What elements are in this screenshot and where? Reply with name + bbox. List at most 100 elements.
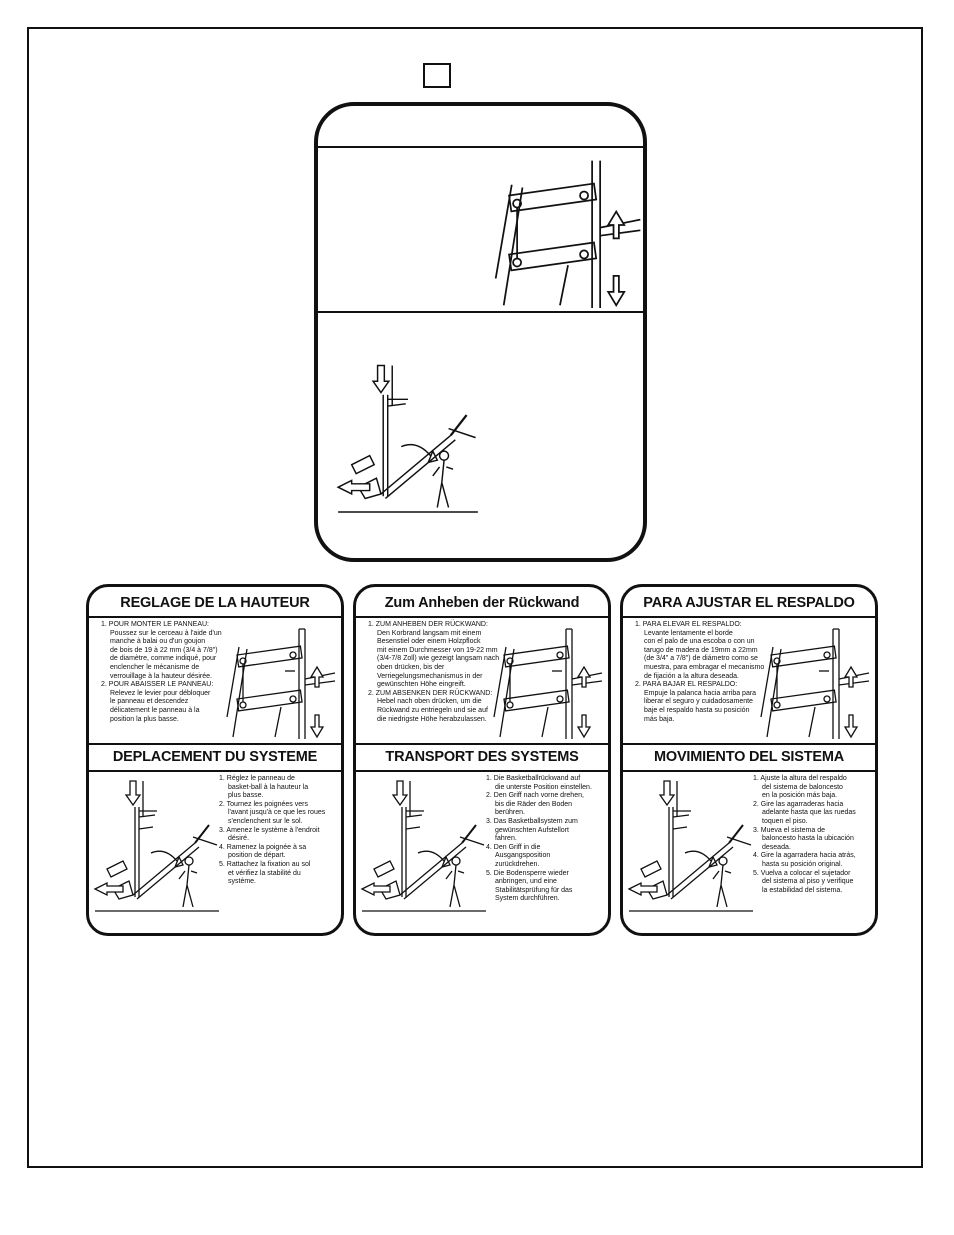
label-title-height: PARA AJUSTAR EL RESPALDO <box>643 595 855 611</box>
instruction-line: 5. Vuelva a colocar el sujetador <box>753 869 851 877</box>
height-adjust-illustration <box>494 160 641 308</box>
instruction-line: bis die Räder den Boden <box>495 800 573 808</box>
divider <box>356 770 608 772</box>
instruction-line: de fijación a la altura deseada. <box>644 672 739 680</box>
instruction-line: 5. Die Bodensperre wieder <box>486 869 569 877</box>
instruction-line: système. <box>228 878 257 886</box>
divider <box>318 146 643 148</box>
divider <box>356 743 608 745</box>
label-title-height: Zum Anheben der Rückwand <box>384 595 580 611</box>
instruction-line: manche à balai ou d'un goujon <box>110 638 206 646</box>
instruction-line: zurückdrehen. <box>495 860 540 868</box>
instruction-line: en la posición más baja. <box>762 792 838 800</box>
down-arrow-icon <box>309 714 325 739</box>
instruction-line: 2. Den Griff nach vorne drehen, <box>486 792 584 800</box>
left-arrow-icon <box>627 881 658 897</box>
instruction-line: hasta su posición original. <box>762 860 843 868</box>
instruction-line: (3/4-7/8 Zoll) wie gezeigt langsam nach <box>377 655 500 663</box>
instruction-line: Den Korbrand langsam mit einem <box>377 629 482 637</box>
instruction-line: 4. Den Griff in die <box>486 843 541 851</box>
instruction-line: die unterste Position einstellen. <box>495 783 592 791</box>
down-arrow-icon <box>843 714 859 739</box>
height-adjust-illustration <box>760 628 870 739</box>
divider <box>623 770 875 772</box>
divider <box>89 743 341 745</box>
instruction-line: toquen el piso. <box>762 817 808 825</box>
instruction-line: Ausgangsposition <box>495 852 551 860</box>
instruction-line: del sistema al piso y verifique <box>762 878 854 886</box>
instruction-line: mit einem Durchmesser von 19-22 mm <box>377 646 498 654</box>
up-arrow-icon <box>309 665 325 688</box>
instruction-line: anbringen, und eine <box>495 878 557 886</box>
divider <box>318 311 643 313</box>
up-arrow-icon <box>576 665 592 688</box>
instruction-line: position de départ. <box>228 852 286 860</box>
illustration-slot <box>93 777 221 919</box>
illustration-slot <box>627 777 755 919</box>
instruction-line: désiré. <box>228 835 250 843</box>
divider <box>89 616 341 618</box>
divider <box>623 743 875 745</box>
instruction-line: la estabilidad del sistema. <box>762 886 843 894</box>
instruction-line: 1. Die Basketballrückwand auf <box>486 775 581 782</box>
label-title-move: MOVIMIENTO DEL SISTEMA <box>653 749 845 765</box>
down-arrow-icon <box>371 364 391 394</box>
instruction-line: 1. ZUM ANHEBEN DER RÜCKWAND: <box>368 621 488 628</box>
page-frame <box>27 27 923 1168</box>
instruction-line: 2. POUR ABAISSER LE PANNEAU: <box>101 681 214 689</box>
callout-box <box>423 63 451 88</box>
illustration-slot <box>492 627 604 739</box>
instruction-line: Rückwand zu entriegeln und sie auf <box>377 706 488 714</box>
instruction-line: tarugo de madera de 19mm a 22mm <box>644 646 758 654</box>
down-arrow-icon <box>606 274 626 308</box>
instruction-line: Verriegelungsmechanismus in der <box>377 672 483 680</box>
instruction-line: enclencher le mécanisme de <box>110 663 200 671</box>
instruction-line: 3. Das Basketballsystem zum <box>486 817 578 825</box>
instruction-line: 2. Gire las agarraderas hacia <box>753 800 844 808</box>
instruction-line: 2. PARA BAJAR EL RESPALDO: <box>635 681 738 689</box>
label-french: REGLAGE DE LA HAUTEUR 1. POUR MONTER LE … <box>86 584 344 936</box>
label-title-height: REGLAGE DE LA HAUTEUR <box>120 595 310 611</box>
instruction-line: Empuje la palanca hacia arriba para <box>644 689 757 697</box>
down-arrow-icon <box>124 780 142 807</box>
left-arrow-icon <box>93 881 124 897</box>
instruction-line: 2. ZUM ABSENKEN DER RÜCKWAND: <box>368 689 493 697</box>
system-move-illustration <box>93 780 219 912</box>
instruction-line: baje el respaldo hasta su posición <box>644 706 750 714</box>
instruction-line: Levante lentamente el borde <box>644 629 733 637</box>
instruction-line: 1. Ajuste la altura del respaldo <box>753 775 847 782</box>
instruction-line: et vérifiez la stabilité du <box>228 869 301 877</box>
instruction-line: fahren. <box>495 835 517 843</box>
system-move-illustration <box>360 780 486 912</box>
instruction-line: oben drücken, bis der <box>377 663 445 671</box>
instruction-line: Poussez sur le cerceau à l'aide d'un <box>110 629 222 637</box>
illustration-slot <box>360 777 488 919</box>
instruction-line: s'enclenchent sur le sol. <box>228 817 303 825</box>
height-adjust-illustration <box>493 628 603 739</box>
instruction-line: délicatement le panneau à la <box>110 706 200 714</box>
instruction-line: (de 3/4" a 7/8") de diámetro como se <box>644 655 758 663</box>
instruction-line: Relevez le levier pour débloquer <box>110 689 211 697</box>
height-steps: 1. POUR MONTER LE PANNEAU:Poussez sur le… <box>101 621 231 724</box>
instruction-line: verrouillage à la hauteur désirée. <box>110 672 212 680</box>
instruction-line: de bois de 19 à 22 mm (3/4 à 7/8") <box>110 646 218 654</box>
divider <box>89 770 341 772</box>
warning-label-callout <box>314 102 647 562</box>
height-steps: 1. ZUM ANHEBEN DER RÜCKWAND:Den Korbrand… <box>368 621 506 724</box>
height-steps: 1. PARA ELEVAR EL RESPALDO:Levante lenta… <box>635 621 771 724</box>
instruction-line: position la plus basse. <box>110 715 179 723</box>
divider <box>623 616 875 618</box>
illustration-slot <box>225 627 337 739</box>
system-move-illustration <box>627 780 753 912</box>
instruction-line: Besenstiel oder einem Holzpflock <box>377 638 481 646</box>
instruction-line: die niedrigste Höhe herabzulassen. <box>377 715 487 723</box>
up-arrow-icon <box>606 209 626 240</box>
label-title-move: TRANSPORT DES SYSTEMS <box>385 749 579 765</box>
divider <box>356 616 608 618</box>
instruction-line: de diamètre, comme indiqué, pour <box>110 655 217 663</box>
instruction-line: 4. Ramenez la poignée à sa <box>219 843 307 851</box>
instruction-line: del sistema de baloncesto <box>762 783 843 791</box>
